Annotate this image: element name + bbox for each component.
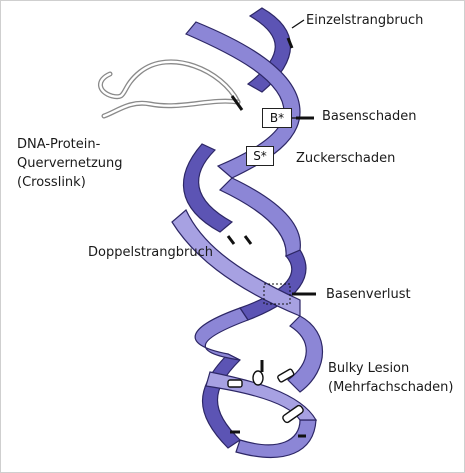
label-base-damage: Basenschaden bbox=[322, 108, 417, 125]
label-crosslink-line3: (Crosslink) bbox=[17, 174, 86, 191]
label-bulky-lesion-line1: Bulky Lesion bbox=[328, 360, 409, 377]
base-damage-marker: B* bbox=[262, 108, 292, 128]
protein-strand bbox=[100, 62, 238, 116]
label-sugar-damage: Zuckerschaden bbox=[296, 150, 395, 167]
sugar-damage-marker: S* bbox=[246, 146, 274, 166]
label-double-strand-break: Doppelstrangbruch bbox=[88, 244, 213, 261]
label-crosslink-line2: Quervernetzung bbox=[17, 155, 123, 172]
label-crosslink-line1: DNA-Protein- bbox=[17, 136, 100, 153]
label-single-strand-break: Einzelstrangbruch bbox=[306, 12, 423, 29]
label-base-loss: Basenverlust bbox=[326, 286, 411, 303]
label-bulky-lesion-line2: (Mehrfachschaden) bbox=[328, 379, 454, 396]
